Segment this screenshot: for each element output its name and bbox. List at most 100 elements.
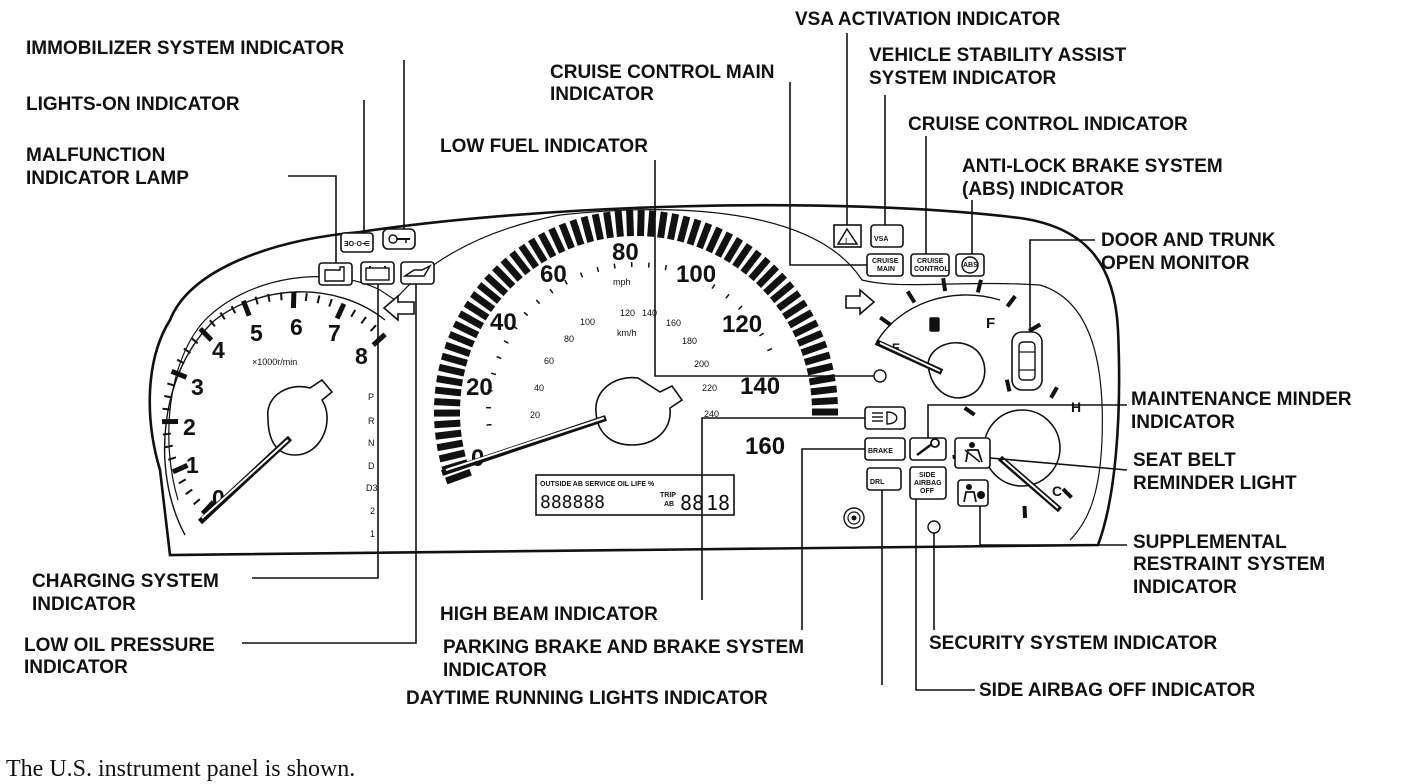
speed-mph-160: 160 — [745, 433, 785, 460]
label-seat-belt-2: REMINDER LIGHT — [1133, 473, 1297, 494]
leader-lines — [242, 33, 1128, 691]
fuel-tick — [1005, 294, 1017, 308]
speedo-band-tick — [748, 256, 771, 282]
label-abs-1: ANTI-LOCK BRAKE SYSTEM — [962, 156, 1223, 177]
callout-labels: VSA ACTIVATION INDICATOR VEHICLE STABILI… — [24, 9, 1352, 709]
speedo-band-tick — [614, 210, 624, 238]
tach-minor-tick — [171, 370, 180, 376]
speedo-band-tick — [492, 265, 516, 289]
label-daytime: DAYTIME RUNNING LIGHTS INDICATOR — [406, 688, 768, 709]
speedo-kmh-tick — [711, 283, 716, 289]
speedo-band-tick — [810, 385, 838, 396]
speedo-kmh-tick — [512, 325, 518, 330]
cruise-main-text-2: MAIN — [877, 266, 895, 273]
lights-on-indicator-icon: ƎO·O⋲ — [340, 232, 374, 253]
tach-number-1: 1 — [186, 452, 199, 478]
speed-kmh-160: 160 — [666, 318, 681, 328]
speed-kmh-180: 180 — [682, 336, 697, 346]
tach-minor-tick — [164, 444, 173, 449]
immobilizer-indicator-icon — [382, 228, 416, 250]
tachometer-hub — [267, 378, 334, 456]
leader-srs — [979, 506, 1127, 546]
maintenance-minder-indicator-icon — [909, 437, 947, 461]
low-fuel-indicator-icon — [873, 369, 887, 383]
label-door-trunk-2: OPEN MONITOR — [1101, 253, 1250, 274]
label-charging-2: INDICATOR — [32, 594, 136, 615]
tachometer-bezel — [163, 291, 386, 536]
cruise-control-text-1: CRUISE — [917, 258, 944, 265]
display-odometer-digits: 888888 — [540, 492, 605, 513]
label-vsa-system-2: SYSTEM INDICATOR — [869, 68, 1056, 89]
tach-minor-tick — [164, 395, 173, 399]
tach-number-8: 8 — [355, 343, 368, 369]
leader-maintenance — [927, 404, 1127, 438]
speedo-band-tick — [667, 213, 680, 241]
speedo-band-tick — [509, 250, 531, 276]
cluster-outline — [148, 203, 1121, 557]
speedo-kmh-tick — [725, 293, 730, 299]
speedo-band-tick — [438, 449, 466, 463]
speedo-band-tick — [800, 340, 828, 357]
temperature-gauge-needle-highlight — [1002, 459, 1059, 509]
speed-kmh-240: 240 — [704, 409, 719, 419]
speedo-band-tick — [436, 375, 463, 387]
gear-p: P — [368, 392, 374, 402]
tach-minor-tick — [378, 333, 386, 341]
vsa-system-indicator-icon: VSA — [870, 224, 904, 248]
leader-cruise-main — [789, 82, 867, 266]
vsa-activation-indicator-icon: ! — [833, 224, 862, 248]
gear-2: 2 — [370, 506, 375, 516]
speedo-band-tick — [435, 429, 462, 440]
label-charging-1: CHARGING SYSTEM — [32, 571, 219, 592]
side-airbag-off-indicator-icon: SIDE AIRBAG OFF — [909, 466, 947, 500]
speedo-band-tick — [452, 320, 480, 339]
fuel-gauge: F E — [874, 277, 1042, 399]
tach-minor-tick — [185, 488, 193, 496]
tach-minor-tick — [328, 298, 333, 307]
speedo-kmh-tick — [767, 347, 773, 352]
fuel-gauge-needle-highlight — [879, 342, 941, 372]
label-parking-brake-2: INDICATOR — [443, 660, 547, 681]
speedo-band-tick — [776, 290, 802, 312]
leader-malfunction — [288, 175, 337, 263]
label-high-beam: HIGH BEAM INDICATOR — [440, 604, 658, 625]
temp-tick — [1022, 505, 1028, 519]
speedo-band-tick — [548, 227, 566, 254]
display-oil-digits: 88 — [680, 491, 704, 515]
speedo-kmh-tick — [749, 318, 755, 323]
label-parking-brake-1: PARKING BRAKE AND BRAKE SYSTEM — [443, 637, 804, 658]
speedo-band-tick — [484, 273, 509, 297]
speed-kmh-140: 140 — [642, 308, 657, 318]
side-airbag-text-3: OFF — [920, 488, 935, 495]
label-maintenance-2: INDICATOR — [1131, 412, 1235, 433]
speedo-band-tick — [763, 272, 788, 296]
speedo-band-tick — [436, 439, 464, 452]
cruise-control-text-2: CONTROL — [914, 266, 949, 273]
speedo-band-tick — [569, 219, 585, 246]
speedo-band-tick — [603, 211, 614, 239]
speedo-band-tick — [434, 386, 462, 397]
brake-text: BRAKE — [868, 448, 893, 455]
speedo-band-tick — [438, 363, 466, 377]
speedo-band-tick — [769, 281, 795, 304]
fuel-full-label: F — [986, 315, 995, 332]
label-srs-1: SUPPLEMENTAL — [1133, 532, 1287, 553]
label-low-fuel: LOW FUEL INDICATOR — [440, 136, 648, 157]
tach-minor-tick — [167, 382, 176, 387]
speedo-band-tick — [723, 237, 743, 263]
speedo-kmh-tick — [523, 311, 529, 317]
leader-seat-belt — [989, 457, 1128, 471]
left-turn-signal-icon — [382, 294, 415, 322]
label-vsa-system-1: VEHICLE STABILITY ASSIST — [869, 45, 1127, 66]
speedo-kmh-tick — [613, 263, 616, 269]
drl-indicator-icon: DRL — [866, 467, 902, 491]
speed-mph-120: 120 — [722, 311, 762, 338]
label-lights-on: LIGHTS-ON INDICATOR — [26, 94, 240, 115]
label-low-oil-2: INDICATOR — [24, 657, 128, 678]
fuel-tick — [905, 290, 917, 304]
speed-kmh-80: 80 — [564, 334, 574, 344]
speedo-band-tick — [434, 398, 461, 407]
tach-minor-tick — [168, 456, 177, 461]
speedo-band-tick — [714, 231, 734, 258]
label-door-trunk-1: DOOR AND TRUNK — [1101, 230, 1276, 251]
